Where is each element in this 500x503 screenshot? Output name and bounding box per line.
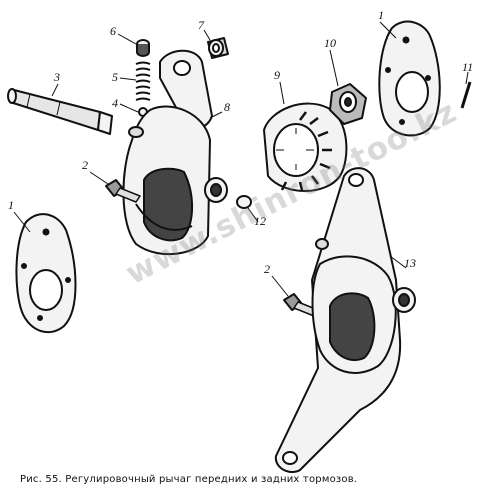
callout-3: 3 — [54, 70, 60, 84]
callout-6: 6 — [110, 24, 116, 38]
callout-11: 11 — [462, 60, 474, 74]
cover-right — [378, 20, 441, 137]
adjusting-lever-body — [122, 49, 228, 256]
callout-12: 12 — [254, 214, 266, 228]
callout-4: 4 — [112, 96, 118, 110]
bushing — [207, 37, 229, 59]
callout-5: 5 — [112, 70, 118, 84]
callout-1-right: 1 — [378, 8, 384, 22]
spring — [135, 61, 151, 101]
callout-13: 13 — [404, 256, 416, 270]
rivet-pin — [460, 81, 472, 109]
callout-10: 10 — [324, 36, 336, 50]
callout-8: 8 — [224, 100, 230, 114]
cover-left — [15, 213, 77, 334]
worm-shaft — [7, 88, 113, 135]
small-plug — [236, 195, 252, 209]
plug — [136, 39, 150, 57]
callout-7: 7 — [198, 18, 204, 32]
worm-gear — [263, 102, 348, 192]
long-lever — [274, 167, 416, 474]
callout-1-left: 1 — [8, 198, 14, 212]
callout-2-left: 2 — [82, 158, 88, 172]
leader-lines — [13, 21, 469, 297]
nut — [329, 83, 367, 125]
callout-9: 9 — [274, 68, 280, 82]
callout-2-right: 2 — [264, 262, 270, 276]
bolt-left — [105, 179, 141, 203]
figure-caption: Рис. 55. Регулировочный рычаг передних и… — [20, 474, 358, 485]
